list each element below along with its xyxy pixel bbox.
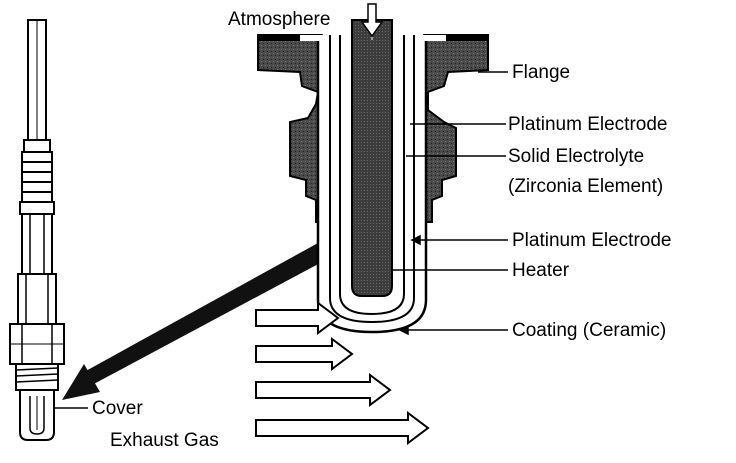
label-zirconia-element: (Zirconia Element)	[508, 176, 664, 197]
heater-rod	[351, 19, 393, 297]
label-heater: Heater	[512, 260, 570, 281]
atmosphere-arrow	[360, 3, 384, 38]
label-platinum-electrode-top: Platinum Electrode	[508, 114, 668, 135]
label-coating: Coating (Ceramic)	[512, 320, 667, 341]
label-exhaust-gas: Exhaust Gas	[110, 430, 219, 451]
leader-lines	[54, 71, 508, 409]
sensor-cross-section	[257, 3, 489, 334]
exhaust-arrow-2	[255, 337, 354, 371]
exhaust-arrow-1	[255, 301, 340, 335]
label-atmosphere: Atmosphere	[228, 9, 331, 30]
sensor-ribbed-boot	[19, 139, 55, 215]
sensor-thread	[15, 363, 59, 391]
label-platinum-electrode-lower: Platinum Electrode	[512, 230, 672, 251]
detail-pointer-arrow	[62, 243, 322, 400]
exhaust-arrow-3	[255, 373, 392, 407]
sensor-assembly	[9, 19, 65, 441]
exhaust-arrow-4	[255, 411, 430, 445]
label-cover: Cover	[92, 398, 143, 419]
exhaust-flow-arrows	[255, 301, 430, 445]
label-flange: Flange	[512, 62, 571, 83]
sensor-body	[21, 213, 53, 275]
label-solid-electrolyte: Solid Electrolyte	[508, 146, 645, 167]
